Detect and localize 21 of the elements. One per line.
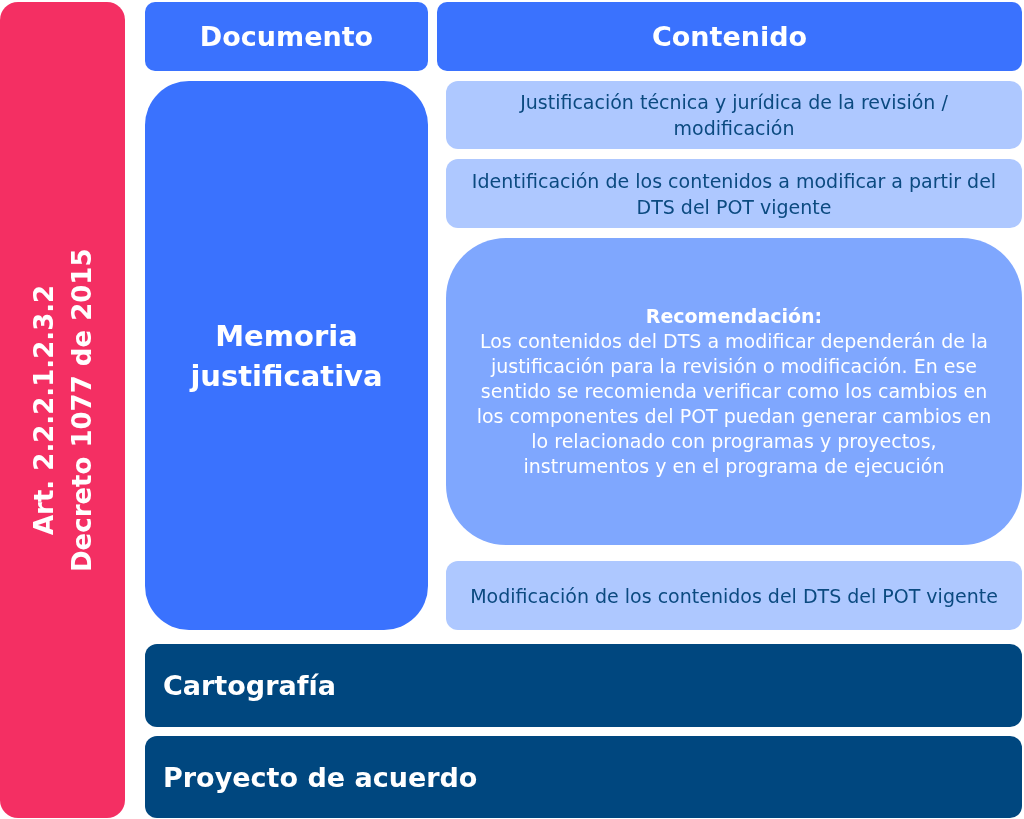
content-text: Identificación de los contenidos a modificar a partir del DTS del POT vigente (470, 168, 998, 220)
content-box (446, 561, 1022, 630)
column-header (145, 2, 428, 71)
recommendation-text: Los contenidos del DTS a modificar dependerán de la justificación para la revisión o modificación. En ese sentido se recomienda verificar como los cambios en los componentes del POT puedan generar cambios en lo relacionado con programas y proyectos, instrumentos y en el programa de ejecución (476, 329, 992, 479)
column-header (437, 2, 1022, 71)
document-row (145, 736, 1022, 818)
document-title: Proyecto de acuerdo (163, 761, 478, 793)
document-title: Cartografía (163, 670, 336, 701)
document-title: Memoria justificativa (188, 317, 384, 395)
document-box (145, 81, 428, 630)
header-text: Contenido (651, 21, 808, 52)
header-text: Documento (199, 21, 374, 52)
recommendation-heading: Recomendación: (645, 304, 823, 329)
content-box (446, 81, 1022, 149)
content-text: Justificación técnica y jurídica de la revisión / modificación (518, 90, 949, 141)
document-row (145, 644, 1022, 727)
side-band (0, 2, 125, 818)
recommendation-box (446, 238, 1022, 545)
rotated-label: Art. 2.2.2.1.2.3.2 Decreto 1077 de 2015 (27, 247, 98, 574)
content-text: Modificación de los contenidos del DTS del POT vigente (470, 583, 998, 609)
content-box (446, 159, 1022, 228)
